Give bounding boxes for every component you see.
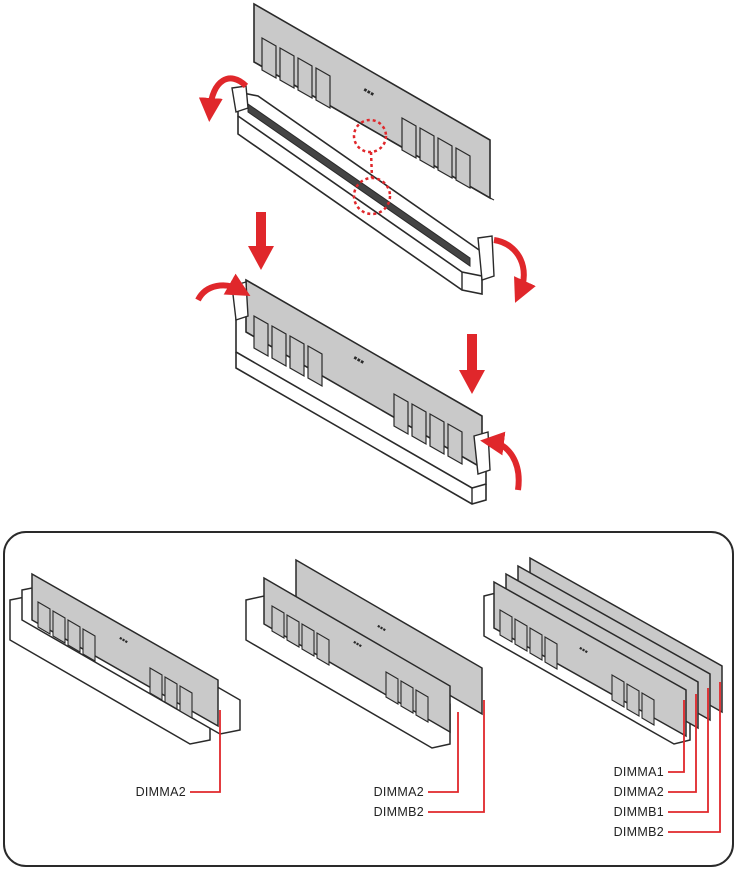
config3-label-dimmb2: DIMMB2 [614,825,664,839]
config3-label-dimma2: DIMMA2 [614,785,664,799]
config3-label-dimma1: DIMMA1 [614,765,664,779]
config-two-dimm: ▪▪▪ ▪▪▪ [245,558,483,749]
config-one-dimm: ▪▪▪ [9,572,241,745]
config2-label-dimma2: DIMMA2 [374,785,424,799]
notch-alignment-indicator [352,118,392,216]
svg-text:▪▪▪: ▪▪▪ [577,643,590,656]
config2-label-dimmb2: DIMMB2 [374,805,424,819]
insert-down-arrow-1 [248,212,274,270]
latch-close-arrow-left [195,273,251,302]
svg-text:▪▪▪: ▪▪▪ [375,621,388,634]
config1-label-dimma2: DIMMA2 [136,785,186,799]
latch-open-arrow-left [198,75,249,122]
svg-text:▪▪▪: ▪▪▪ [351,352,367,368]
latch-open-arrow-right [493,237,536,303]
config-four-dimm: ▪▪▪ [483,556,723,745]
insert-down-arrow-2 [459,334,485,394]
svg-text:▪▪▪: ▪▪▪ [351,637,364,650]
svg-text:▪▪▪: ▪▪▪ [117,633,130,646]
step1-memory-module: ▪▪▪ [253,2,495,201]
latch-close-arrow-right [480,431,522,491]
step2-installed-module: ▪▪▪ [231,278,491,505]
svg-text:▪▪▪: ▪▪▪ [361,84,377,100]
config3-label-dimmb1: DIMMB1 [614,805,664,819]
callout-leaders [190,682,721,833]
